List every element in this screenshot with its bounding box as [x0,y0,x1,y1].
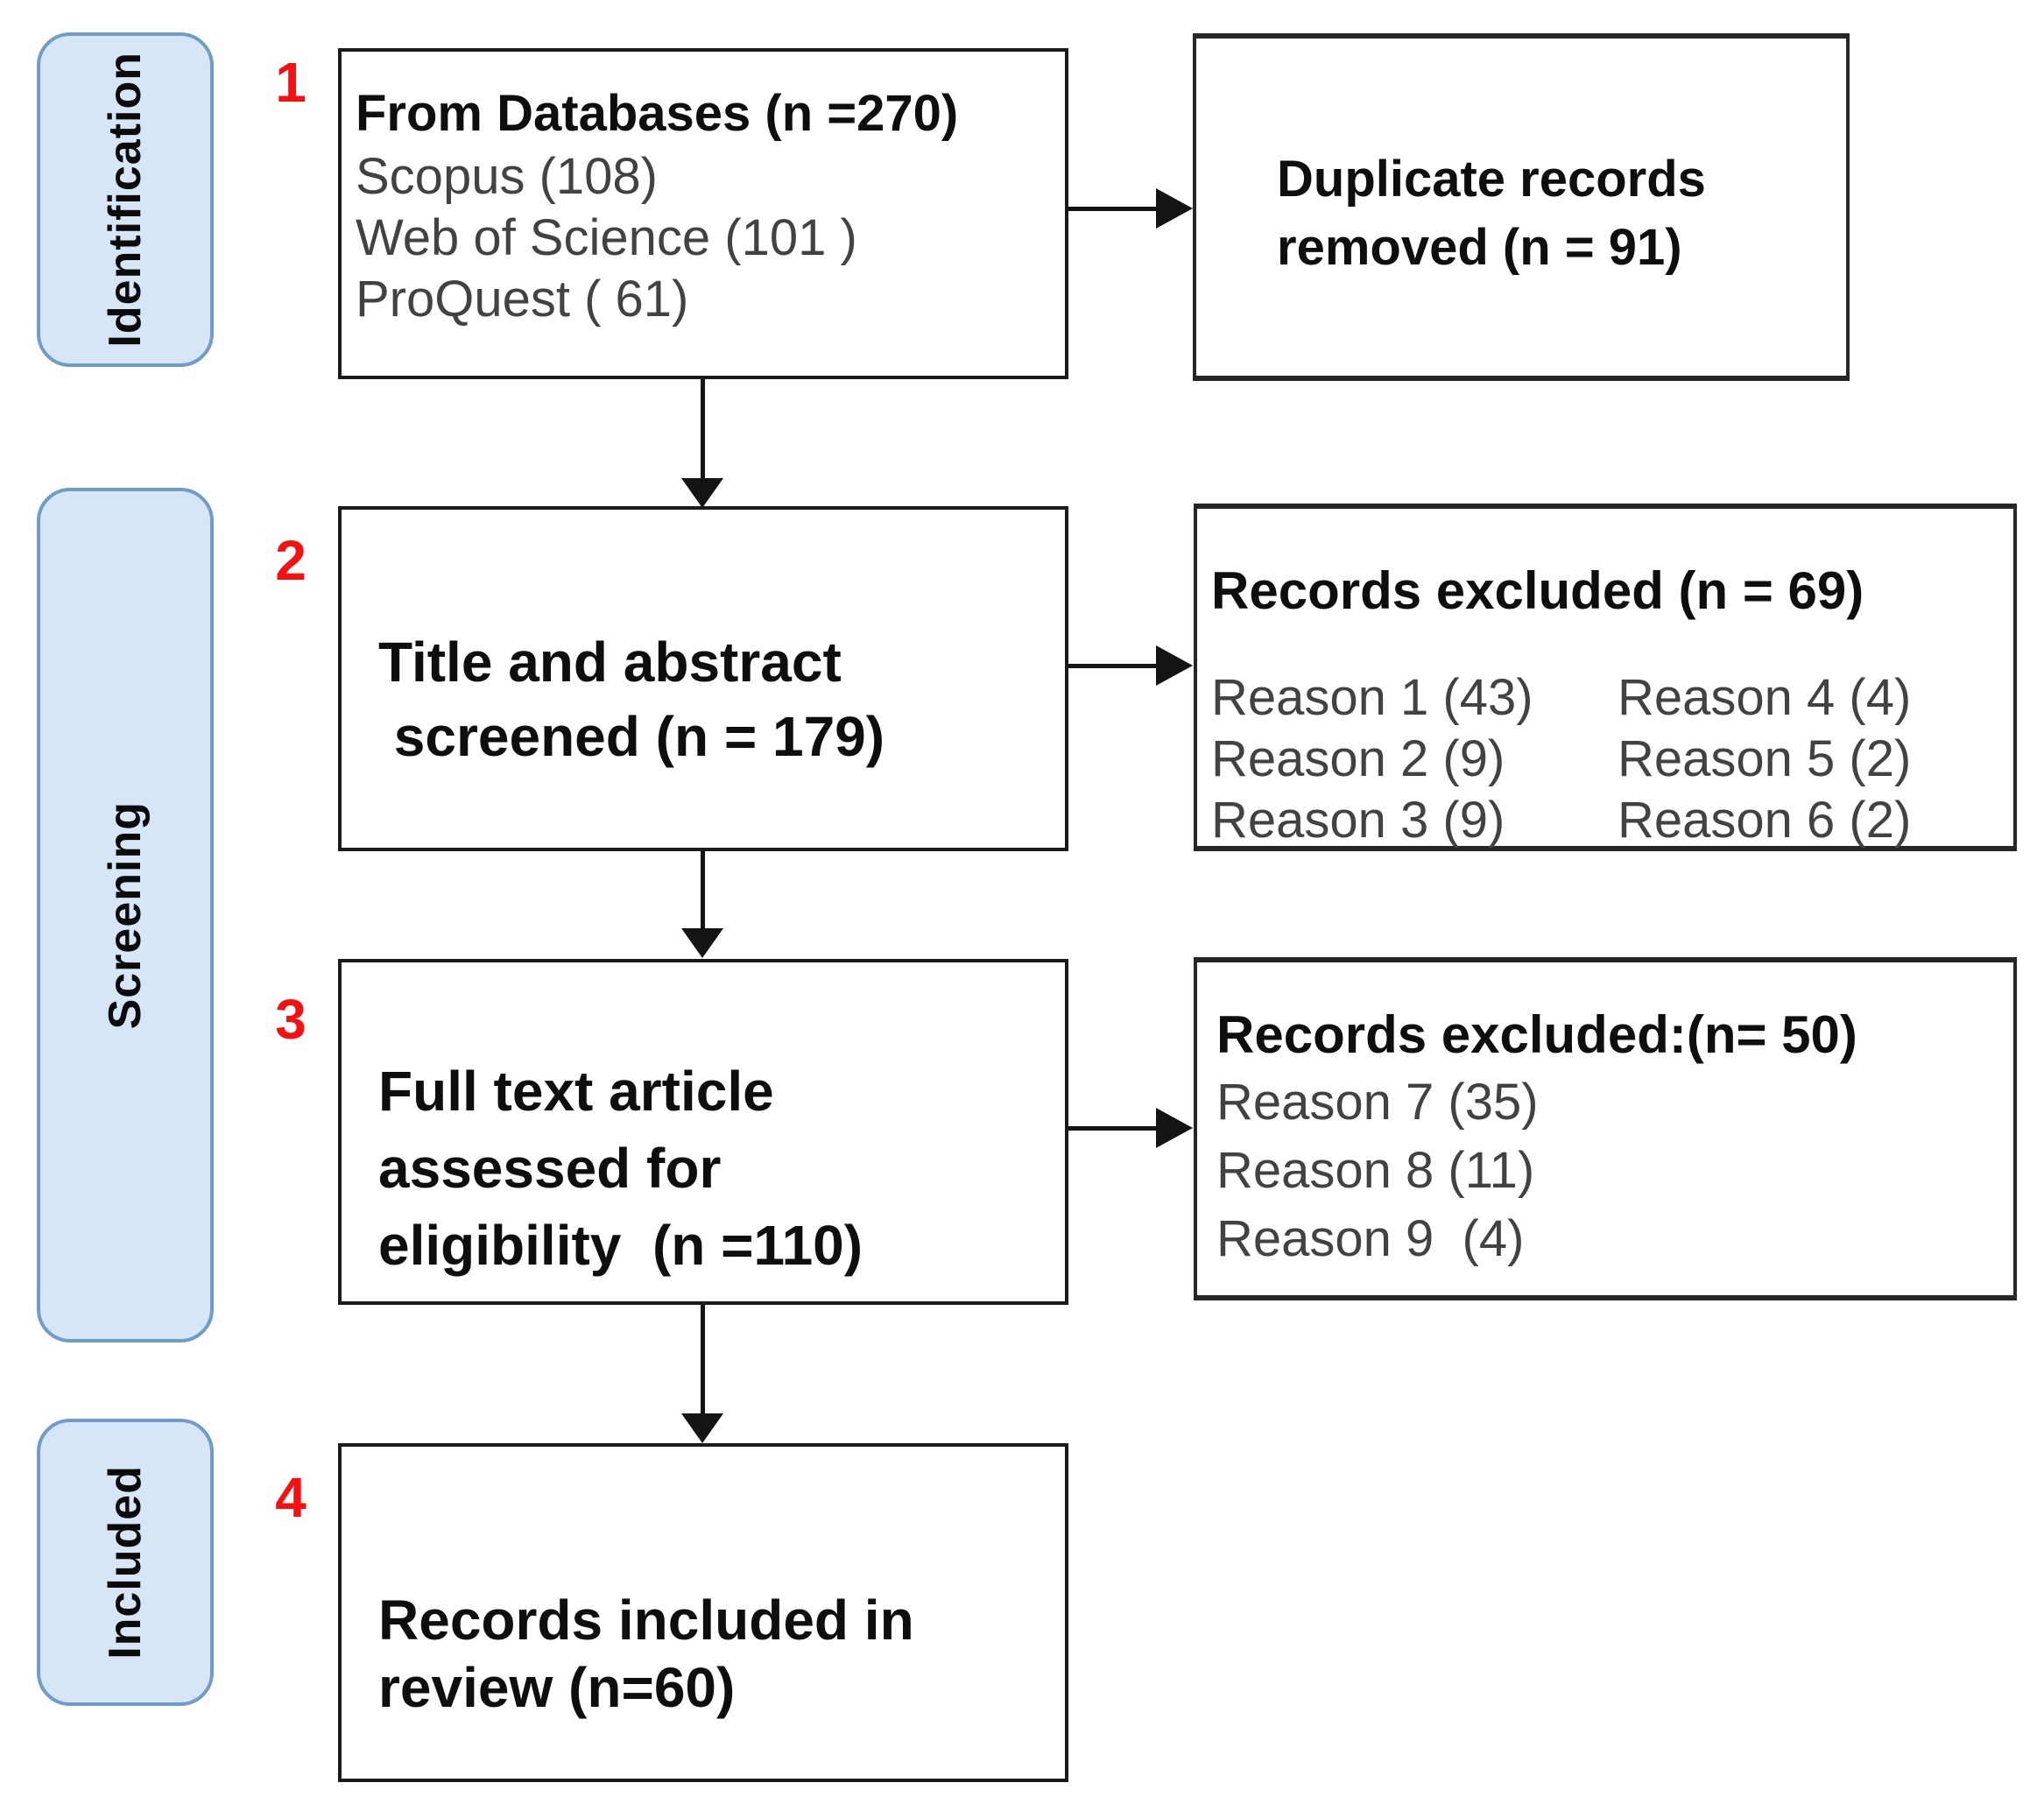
phase-included: Included [37,1419,214,1706]
box-fulltext-assessed: Full text article assessed for eligibili… [338,959,1068,1305]
phase-identification-label: Identification [99,52,151,348]
phase-identification: Identification [37,32,214,367]
step-number-2: 2 [275,529,307,592]
phase-screening-label: Screening [99,800,151,1030]
step-number-3: 3 [275,988,307,1051]
arrow-right-3-head [1156,1108,1193,1148]
reason-8: Reason 8 (11) [1216,1142,1535,1199]
arrow-right-1 [1068,207,1159,211]
arrow-right-2-head [1156,645,1193,686]
reason-2: Reason 2 (9) [1211,730,1505,787]
reason-7: Reason 7 (35) [1216,1074,1539,1131]
box-from-databases-line-3: ProQuest ( 61) [356,271,689,328]
box-records-excluded-69: Records excluded (n = 69) Reason 1 (43) … [1194,504,2017,851]
box-duplicates-removed-line-1: Duplicate records [1277,151,1706,208]
arrow-right-3 [1068,1126,1159,1131]
reason-6: Reason 6 (2) [1618,792,1912,849]
arrow-down-2 [701,851,705,932]
box-fulltext-line-3: eligibility (n =110) [378,1214,863,1277]
reason-9: Reason 9 (4) [1216,1210,1525,1267]
box-title-abstract-line-2: screened (n = 179) [378,705,885,768]
box-duplicates-removed: Duplicate records removed (n = 91) [1193,33,1850,381]
box-title-abstract-screened: Title and abstract screened (n = 179) [338,506,1068,851]
box-records-excluded-50: Records excluded:(n= 50) Reason 7 (35) R… [1194,957,2017,1300]
box-from-databases-line-2: Web of Science (101 ) [356,209,857,266]
box-records-excluded-69-title: Records excluded (n = 69) [1211,561,1864,620]
box-from-databases-line-1: Scopus (108) [356,148,658,205]
box-from-databases-title: From Databases (n =270) [356,85,959,142]
arrow-down-3-head [681,1413,723,1443]
box-records-included-line-2: review (n=60) [378,1656,736,1719]
box-fulltext-line-1: Full text article [378,1060,774,1123]
phase-screening: Screening [37,488,214,1342]
phase-included-label: Included [99,1465,151,1659]
box-records-excluded-50-title: Records excluded:(n= 50) [1216,1005,1857,1064]
reason-4: Reason 4 (4) [1618,669,1912,726]
reason-1: Reason 1 (43) [1211,669,1533,726]
arrow-down-3 [701,1305,705,1415]
box-duplicates-removed-line-2: removed (n = 91) [1277,219,1682,276]
reason-5: Reason 5 (2) [1618,730,1912,787]
arrow-down-1-head [681,478,723,508]
arrow-down-2-head [681,928,723,958]
step-number-1: 1 [275,51,307,114]
box-title-abstract-line-1: Title and abstract [378,631,842,694]
arrow-right-2 [1068,664,1159,668]
arrow-right-1-head [1156,188,1193,229]
box-records-included: Records included in review (n=60) [338,1443,1068,1782]
box-records-included-line-1: Records included in [378,1589,914,1652]
box-fulltext-line-2: assessed for [378,1137,722,1200]
reason-3: Reason 3 (9) [1211,792,1505,849]
step-number-4: 4 [275,1466,307,1529]
arrow-down-1 [701,379,705,483]
box-from-databases: From Databases (n =270) Scopus (108) Web… [338,48,1068,379]
